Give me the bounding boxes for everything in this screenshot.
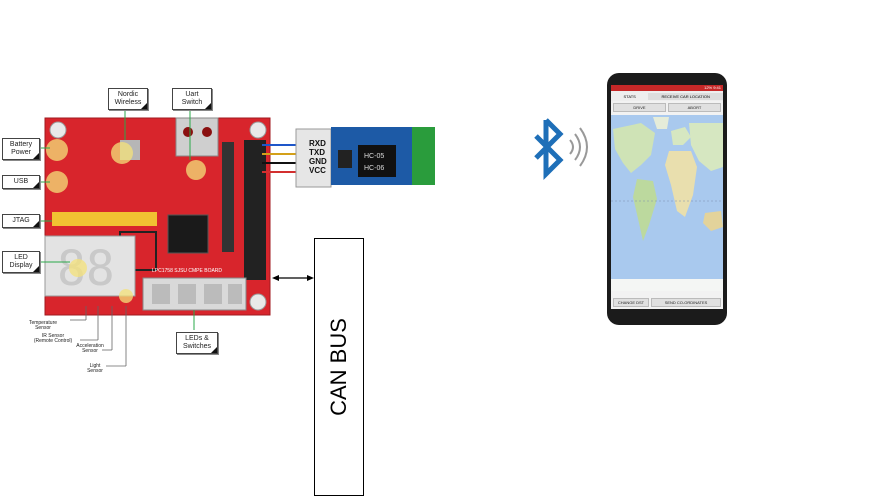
- bt-module-antenna: [412, 127, 435, 185]
- bt-pin-vcc: VCC: [309, 166, 326, 175]
- receive-location-button[interactable]: RECEIVE CAR LOCATION: [648, 92, 723, 100]
- label-acceleration-sensor: Acceleration Sensor: [76, 343, 104, 354]
- bt-pin-txd: TXD: [309, 148, 325, 157]
- bt-chip: [358, 145, 396, 177]
- label-battery-power: Battery Power: [2, 138, 40, 160]
- bt-chip-label-1: HC-05: [364, 153, 384, 160]
- label-usb: USB: [2, 175, 40, 189]
- mount-hole: [49, 121, 67, 139]
- label-jtag: JTAG: [2, 214, 40, 228]
- world-map[interactable]: [611, 115, 723, 291]
- send-coordinates-button[interactable]: SEND CO-ORDINATES: [651, 298, 721, 307]
- board-silkscreen: LPC1758 SJSU CMPE BOARD: [152, 268, 222, 274]
- mcu-chip: [167, 214, 209, 254]
- uart-switch-block: [175, 117, 219, 157]
- phone-bottom-row: CHANGE DST SEND CO-ORDINATES: [611, 296, 723, 309]
- map-land: [611, 117, 723, 291]
- bt-connector: [295, 128, 332, 188]
- jtag-terminal: [52, 212, 157, 226]
- mount-hole: [249, 293, 267, 311]
- bluetooth-icon: [534, 118, 588, 181]
- can-bus-box: CAN BUS: [314, 238, 364, 496]
- label-uart-switch: Uart Switch: [172, 88, 212, 110]
- label-light-sensor: Light Sensor: [87, 363, 103, 374]
- drive-button[interactable]: DRIVE: [613, 103, 666, 112]
- label-temperature-sensor: Temperature Sensor: [28, 320, 58, 331]
- label-leds-switches: LEDs & Switches: [176, 332, 218, 354]
- smartphone: 12% 9:41 STATS RECEIVE CAR LOCATION DRIV…: [607, 73, 727, 325]
- mount-hole: [249, 121, 267, 139]
- label-led-display: LED Display: [2, 251, 40, 273]
- phone-screen: 12% 9:41 STATS RECEIVE CAR LOCATION DRIV…: [611, 85, 723, 309]
- phone-control-row: DRIVE ABORT: [611, 101, 723, 114]
- bt-chip-label-2: HC-06: [364, 165, 384, 172]
- pin-header: [222, 142, 234, 252]
- bt-pin-gnd: GND: [309, 157, 327, 166]
- bt-pin-rxd: RXD: [309, 139, 326, 148]
- phone-app-bar: STATS RECEIVE CAR LOCATION: [611, 91, 723, 101]
- label-nordic-wireless: Nordic Wireless: [108, 88, 148, 110]
- abort-button[interactable]: ABORT: [668, 103, 721, 112]
- phone-status-bar: 12% 9:41: [611, 85, 723, 91]
- can-bus-label: CAN BUS: [326, 318, 351, 416]
- change-destination-button[interactable]: CHANGE DST: [613, 298, 649, 307]
- pin-header: [244, 140, 266, 280]
- led-display: [44, 235, 136, 297]
- label-ir-sensor: IR Sensor (Remote Control): [33, 333, 73, 344]
- tab-stats[interactable]: STATS: [623, 93, 636, 99]
